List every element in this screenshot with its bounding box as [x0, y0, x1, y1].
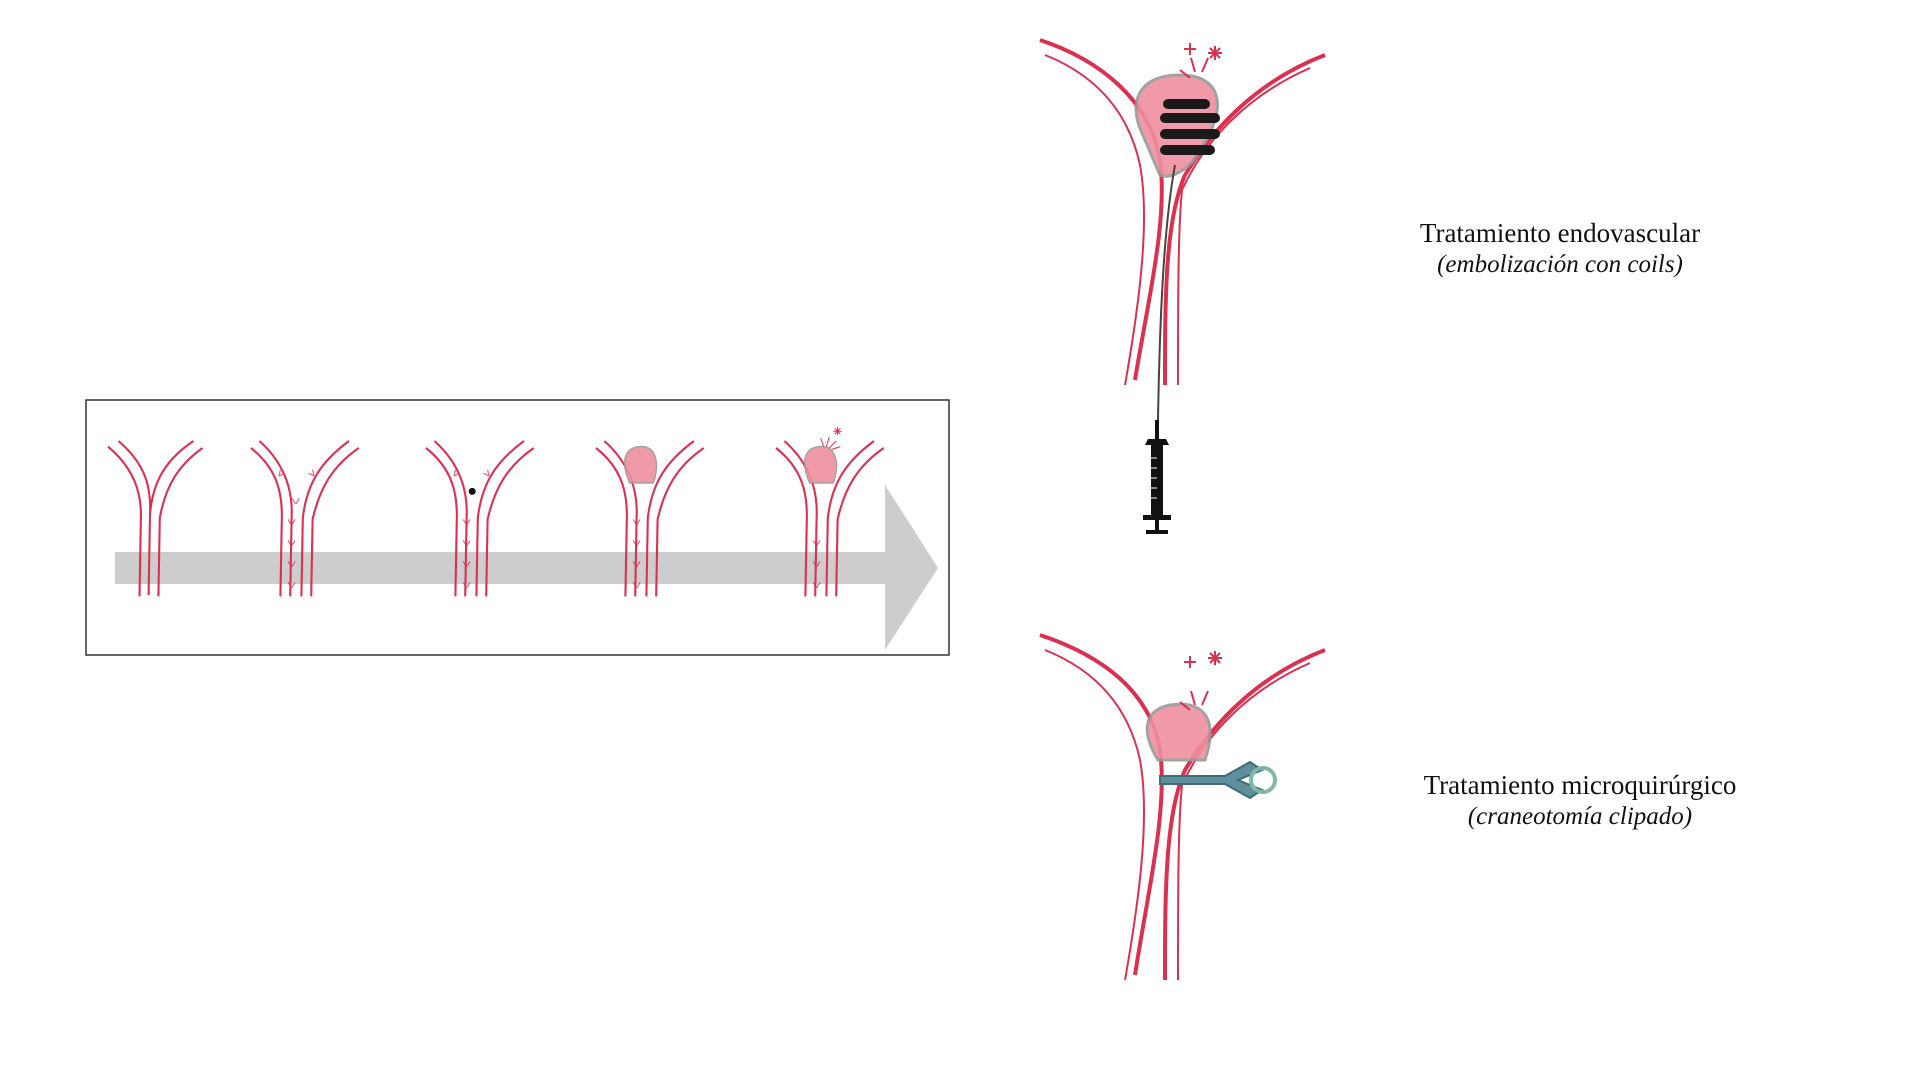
endovascular-title: Tratamiento endovascular [1310, 218, 1810, 249]
syringe-icon [1143, 420, 1171, 534]
microsurgical-illustration [1040, 635, 1325, 980]
endovascular-illustration [1040, 40, 1325, 534]
progression-panel [86, 400, 949, 655]
endovascular-caption: Tratamiento endovascular (embolización c… [1310, 218, 1810, 279]
microsurgical-subtitle: (craneotomía clipado) [1330, 803, 1830, 831]
rupture-burst-icon [1180, 43, 1222, 78]
progression-panel-border [86, 400, 949, 655]
microsurgical-caption: Tratamiento microquirúrgico (craneotomía… [1330, 770, 1830, 831]
microsurgical-title: Tratamiento microquirúrgico [1330, 770, 1830, 801]
endovascular-subtitle: (embolización con coils) [1310, 251, 1810, 279]
rupture-burst-icon [1180, 651, 1222, 710]
